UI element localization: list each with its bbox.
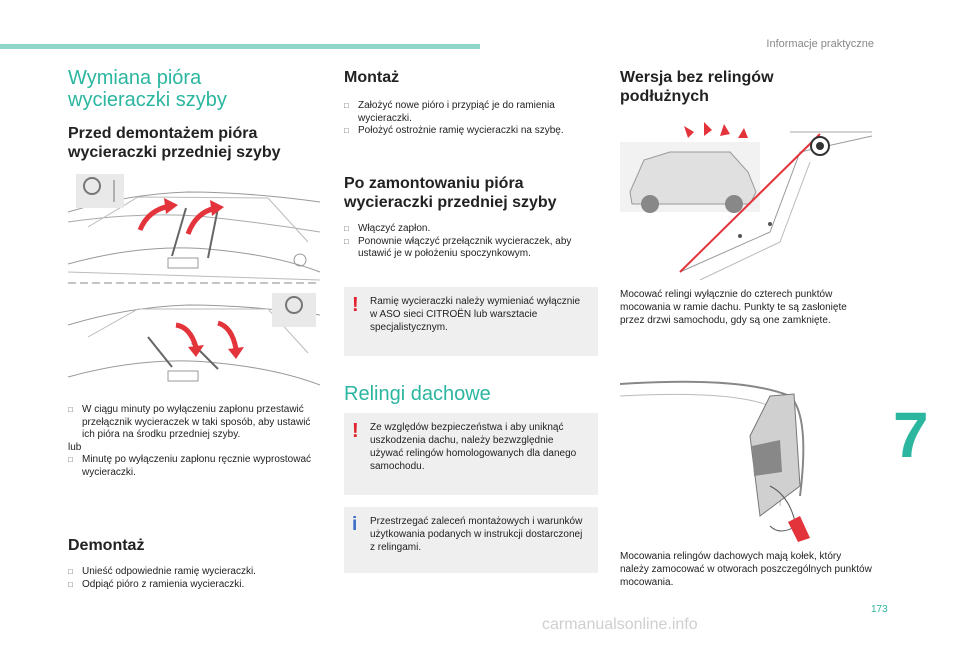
before-removal-steps: W ciągu minuty po wyłączeniu zapłonu prz… bbox=[68, 404, 318, 480]
installation-steps: Założyć nowe pióro i przypiąć je do rami… bbox=[344, 100, 594, 138]
no-rails-title-line1: Wersja bez relingów bbox=[620, 69, 774, 86]
section-title: Informacje praktyczne bbox=[766, 38, 874, 50]
step-item: Położyć ostrożnie ramię wycieraczki na s… bbox=[344, 125, 594, 138]
watermark: carmanualsonline.info bbox=[542, 616, 698, 633]
wiper-illustration-top bbox=[68, 172, 320, 284]
before-removal-line2: wycieraczki przedniej szyby bbox=[68, 144, 281, 161]
step-item: Włączyć zapłon. bbox=[344, 223, 598, 236]
roof-rail-clamp-illustration bbox=[620, 376, 872, 546]
step-item: Założyć nowe pióro i przypiąć je do rami… bbox=[344, 100, 594, 125]
chapter-number: 7 bbox=[893, 399, 929, 471]
after-install-line2: wycieraczki przedniej szyby bbox=[344, 194, 557, 211]
steering-wheel-icon bbox=[285, 296, 303, 314]
wiper-title-line2: wycieraczki szyby bbox=[68, 89, 227, 111]
step-item: W ciągu minuty po wyłączeniu zapłonu prz… bbox=[68, 404, 318, 442]
removal-title: Demontaż bbox=[68, 537, 145, 554]
warning-note-roof-rails: ! Ze względów bezpieczeństwa i aby unikn… bbox=[344, 413, 598, 495]
installation-title: Montaż bbox=[344, 69, 400, 86]
step-item: Minutę po wyłączeniu zapłonu ręcznie wyp… bbox=[68, 454, 318, 479]
roof-mount-points-illustration bbox=[620, 112, 872, 280]
no-rails-version-title: Wersja bez relingów podłużnych bbox=[620, 68, 774, 106]
warning-text: Ramię wycieraczki należy wymieniać wyłąc… bbox=[370, 296, 581, 333]
info-text: Przestrzegać zaleceń montażowych i warun… bbox=[370, 516, 583, 553]
info-icon: i bbox=[352, 514, 358, 535]
wiper-section-title: Wymiana pióra wycieraczki szyby bbox=[68, 67, 227, 111]
warning-icon: ! bbox=[352, 294, 359, 316]
no-rails-title-line2: podłużnych bbox=[620, 88, 709, 105]
after-install-steps: Włączyć zapłon. Ponownie włączyć przełąc… bbox=[344, 223, 598, 261]
warning-text: Ze względów bezpieczeństwa i aby uniknąć… bbox=[370, 422, 577, 472]
after-install-title: Po zamontowaniu pióra wycieraczki przedn… bbox=[344, 174, 557, 212]
step-item: Odpiąć pióro z ramienia wycieraczki. bbox=[68, 579, 318, 592]
mount-points-caption: Mocować relingi wyłącznie do czterech pu… bbox=[620, 289, 847, 326]
warning-note-wiper-arm: ! Ramię wycieraczki należy wymieniać wył… bbox=[344, 287, 598, 356]
top-accent-bar bbox=[0, 44, 480, 49]
steering-wheel-icon bbox=[83, 177, 101, 195]
warning-icon: ! bbox=[352, 420, 359, 442]
page-number: 173 bbox=[871, 604, 888, 615]
step-item: Ponownie włączyć przełącznik wycieraczek… bbox=[344, 236, 598, 261]
wiper-title-line1: Wymiana pióra bbox=[68, 67, 202, 89]
step-item: Unieść odpowiednie ramię wycieraczki. bbox=[68, 566, 318, 579]
wiper-illustration-bottom bbox=[68, 287, 320, 397]
roof-rails-title: Relingi dachowe bbox=[344, 383, 491, 405]
removal-steps: Unieść odpowiednie ramię wycieraczki. Od… bbox=[68, 566, 318, 591]
before-removal-line1: Przed demontażem pióra bbox=[68, 125, 258, 142]
after-install-line1: Po zamontowaniu pióra bbox=[344, 175, 524, 192]
or-label: lub bbox=[68, 441, 82, 453]
rail-mount-caption: Mocowania relingów dachowych mają kołek,… bbox=[620, 551, 872, 588]
before-removal-title: Przed demontażem pióra wycieraczki przed… bbox=[68, 124, 281, 162]
info-note-roof-rails: i Przestrzegać zaleceń montażowych i war… bbox=[344, 507, 598, 573]
